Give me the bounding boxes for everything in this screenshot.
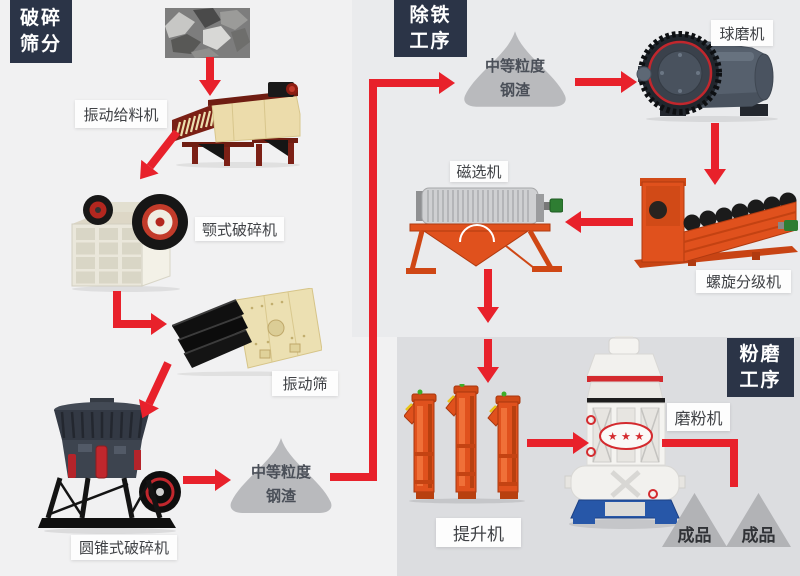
label-vibrating-feeder: 振动给料机	[75, 100, 167, 128]
medium-slag-pile-bottom: 中等粒度 钢渣	[227, 437, 335, 514]
slag-bottom-line1: 中等粒度	[250, 463, 311, 481]
magnetic-separator-image	[406, 186, 563, 276]
cone-crusher-image	[36, 396, 184, 534]
slag-top-line1: 中等粒度	[484, 56, 545, 75]
label-bucket-elevator: 提升机	[436, 518, 521, 547]
vibrating-screen-image	[172, 288, 322, 376]
product-pile-left: 成品	[662, 493, 727, 547]
section-label-grinding-line1: 粉磨	[739, 343, 782, 366]
label-cone-crusher: 圆锥式破碎机	[71, 535, 177, 560]
label-magnetic-separator: 磁选机	[450, 161, 508, 182]
medium-slag-pile-top: 中等粒度 钢渣	[461, 29, 569, 109]
section-label-iron-removal: 除铁 工序	[394, 0, 467, 57]
ball-mill-image	[636, 20, 788, 122]
label-ball-mill: 球磨机	[711, 20, 773, 46]
product-right-label: 成品	[741, 526, 776, 546]
label-spiral-classifier: 螺旋分级机	[696, 270, 791, 293]
section-label-crushing-line1: 破碎	[19, 7, 62, 30]
vibrating-feeder-image	[168, 80, 305, 168]
slag-top-line2: 钢渣	[499, 80, 530, 99]
section-label-crushing: 破碎 筛分	[10, 0, 72, 63]
section-label-grinding-line2: 工序	[739, 368, 782, 391]
grinding-mill-image: ★ ★ ★	[557, 336, 693, 532]
section-label-iron-line1: 除铁	[409, 4, 452, 27]
product-pile-right: 成品	[726, 493, 791, 547]
label-vibrating-screen: 振动筛	[272, 371, 338, 396]
pile-shape	[464, 31, 566, 107]
bucket-elevator-image	[404, 384, 531, 504]
label-grinding-mill: 磨粉机	[667, 403, 730, 431]
label-jaw-crusher: 颚式破碎机	[195, 217, 284, 241]
pile-shape	[230, 438, 332, 513]
svg-text:★ ★ ★: ★ ★ ★	[608, 430, 645, 443]
section-label-iron-line2: 工序	[409, 29, 452, 52]
spiral-classifier-image	[632, 176, 800, 272]
product-left-label: 成品	[677, 526, 712, 546]
section-label-crushing-line2: 筛分	[19, 32, 62, 55]
raw-rocks-image	[165, 8, 250, 58]
jaw-crusher-image	[68, 182, 188, 292]
section-label-grinding: 粉磨 工序	[727, 338, 794, 397]
slag-bottom-line2: 钢渣	[265, 487, 296, 505]
